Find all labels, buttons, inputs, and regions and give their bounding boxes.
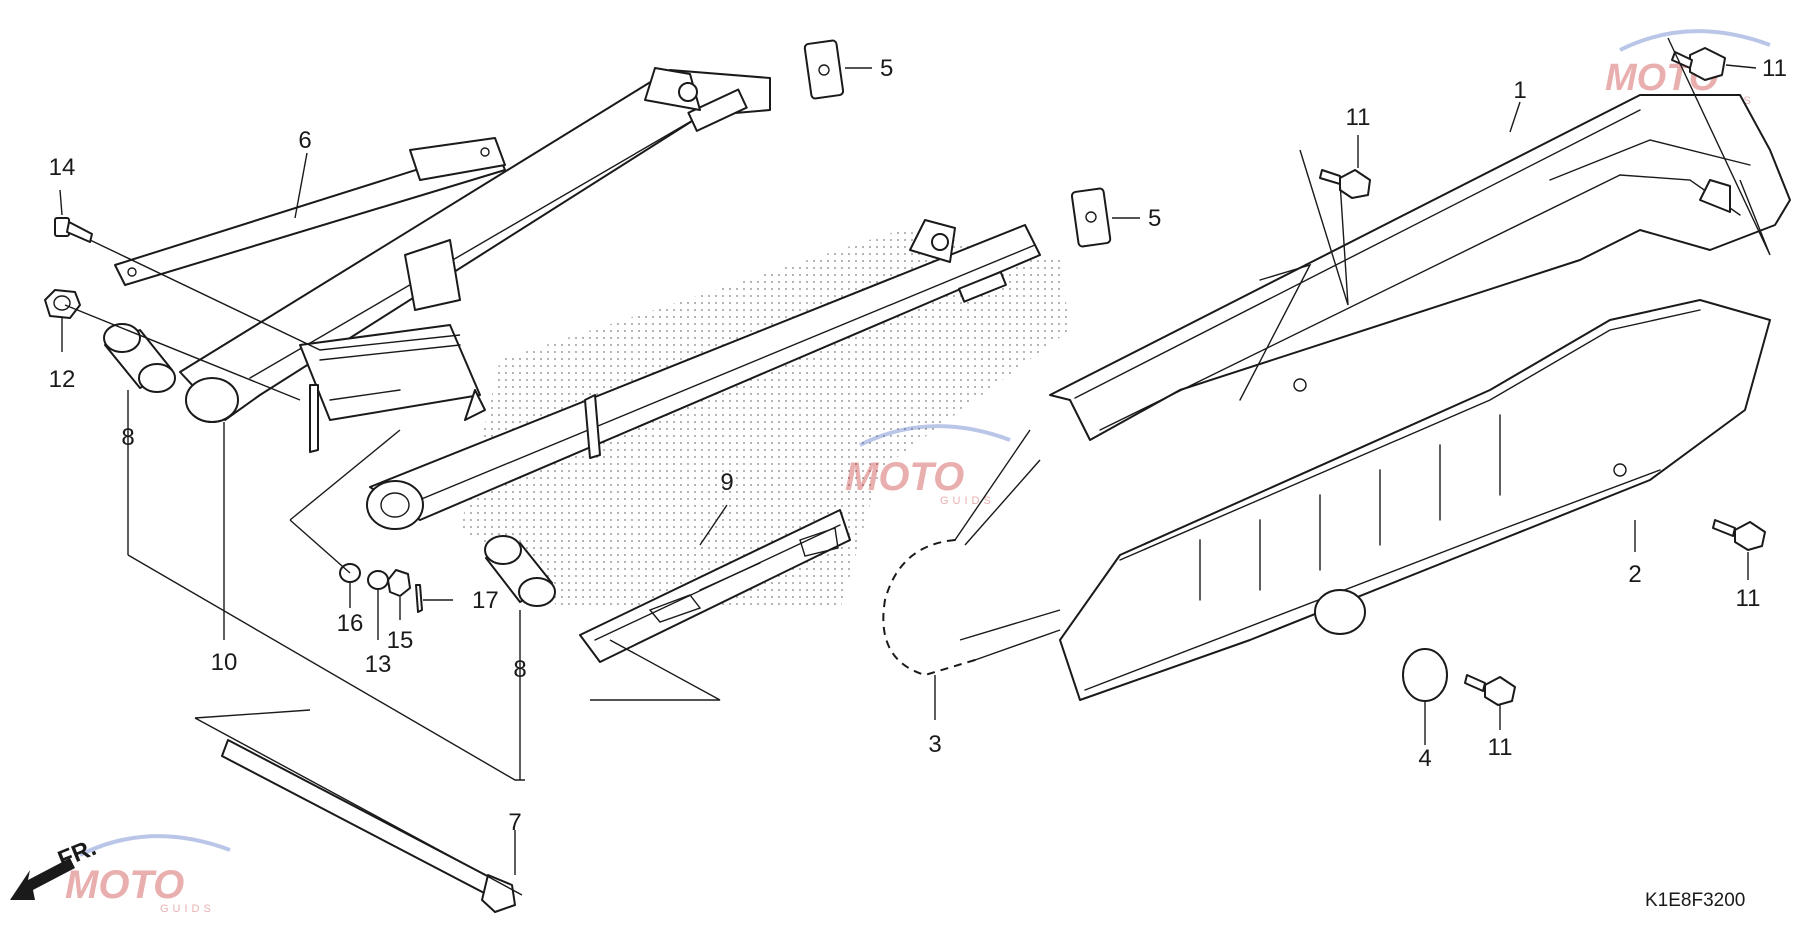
chain-case-lower-2 [1059, 299, 1771, 701]
callout-c3: 3 [928, 731, 941, 758]
callout-c5a: 5 [880, 55, 893, 82]
shading-area [460, 230, 1070, 610]
bushing-8-lower [484, 535, 556, 607]
bushing-8-upper [103, 323, 176, 393]
callout-c1: 1 [1513, 77, 1526, 104]
callout-c8a: 8 [121, 424, 134, 451]
callout-c11d: 11 [1488, 734, 1513, 761]
callout-c14: 14 [49, 154, 76, 181]
nut-15 [387, 569, 411, 597]
drive-chain-3 [878, 535, 977, 680]
callout-c16: 16 [337, 610, 364, 637]
callout-c11c: 11 [1736, 585, 1761, 612]
callout-c7: 7 [508, 809, 521, 836]
callout-c2: 2 [1628, 561, 1641, 588]
cotter-pin-17 [415, 584, 423, 613]
watermark-sub: GUIDS [940, 495, 995, 507]
swingarm-brace [114, 137, 506, 286]
callout-c17: 17 [472, 587, 499, 614]
watermark-text: MOTO [845, 455, 964, 499]
bolt-11-right [1712, 519, 1766, 551]
watermark-sub: GUIDS [160, 903, 215, 915]
watermark-center: MOTO GUIDS [845, 424, 1011, 507]
pivot-bolt-7 [221, 739, 516, 913]
watermark-bottom-left: MOTO GUIDS [65, 834, 231, 915]
nut-12 [44, 289, 81, 319]
grommet-5-lower [1070, 187, 1112, 248]
callout-c11a: 11 [1762, 55, 1787, 82]
callout-c6: 6 [298, 127, 311, 154]
grommet-5-upper [803, 39, 845, 100]
callout-c11b: 11 [1346, 104, 1371, 131]
callout-c12: 12 [49, 366, 76, 393]
chain-case-upper-1 [1049, 94, 1791, 441]
callout-c13: 13 [365, 651, 392, 678]
callout-c4: 4 [1418, 745, 1431, 772]
chain-slider-9 [579, 509, 851, 663]
watermark-text: MOTO [65, 863, 184, 907]
cap-4 [1402, 648, 1448, 702]
bolt-11-bottom [1464, 674, 1516, 706]
callout-c5b: 5 [1148, 205, 1161, 232]
diagram-code: K1E8F3200 [1645, 890, 1745, 911]
callout-c9: 9 [720, 469, 733, 496]
bolt-14 [54, 217, 93, 243]
swingarm [179, 67, 1041, 530]
leader-lines [59, 37, 1771, 896]
bolt-11-top-center [1319, 169, 1371, 199]
callout-c15: 15 [387, 627, 414, 654]
washer-13 [367, 570, 389, 590]
callout-c8b: 8 [513, 656, 526, 683]
callout-c10: 10 [211, 649, 238, 676]
